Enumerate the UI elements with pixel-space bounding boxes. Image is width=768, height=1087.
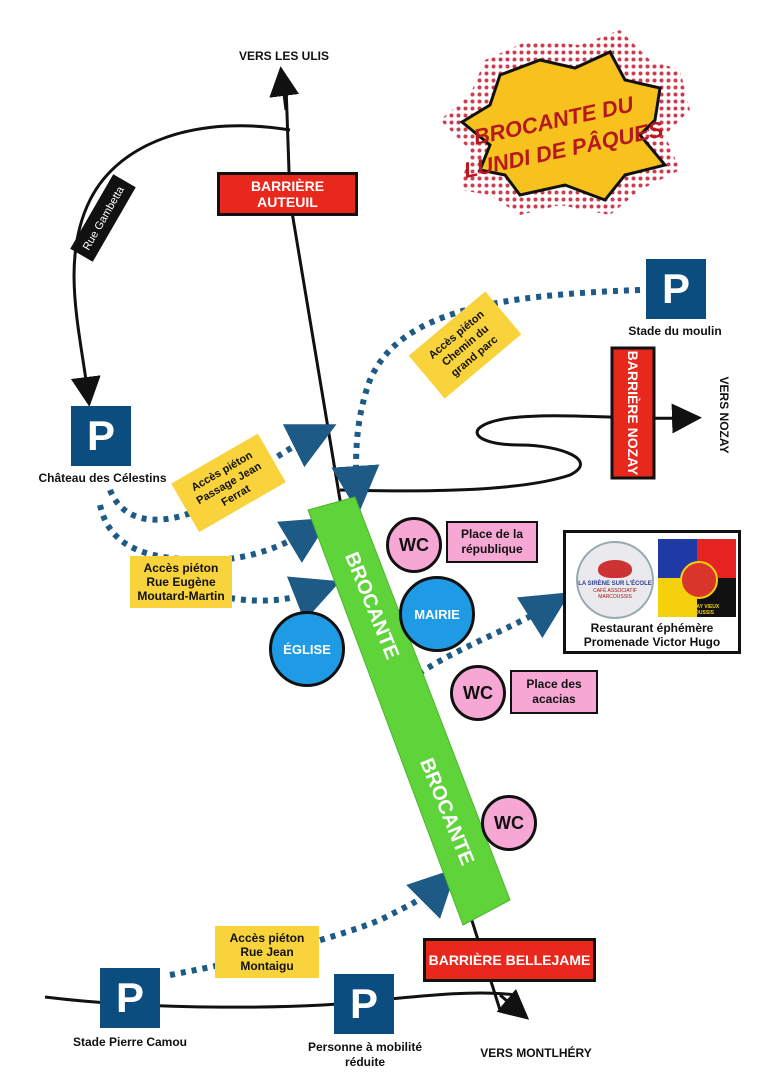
nozay-road [339, 403, 702, 493]
road-arrow-north [269, 66, 300, 111]
access-moutard-line1: Accès piéton [143, 561, 219, 575]
access-jean-ferrat: Accès piéton Passage Jean Ferrat [171, 433, 286, 533]
wc-republique-line2: république [461, 542, 523, 556]
access-montaigu: Accès piéton Rue Jean Montaigu [215, 926, 319, 978]
asnozay-ball-icon [680, 561, 718, 599]
access-moutard: Accès piéton Rue Eugène Moutard-Martin [130, 556, 232, 608]
barrier-bellejame: BARRIÈRE BELLEJAME [423, 938, 596, 982]
access-montaigu-line1: Accès piéton [229, 931, 305, 945]
barrier-auteuil: BARRIÈRE AUTEUIL [217, 172, 358, 216]
parking-pmr-label: Personne à mobilité réduite [290, 1040, 440, 1070]
wc-acacias-place: Place des acacias [510, 670, 598, 714]
restaurant-line2: Promenade Victor Hugo [583, 635, 721, 649]
wc-acacias-line2: acacias [532, 692, 576, 706]
restaurant-logo-sirene-sub2: MARCOUSSIS [598, 594, 632, 600]
mairie-marker: MAIRIE [399, 576, 475, 652]
access-moutard-line2: Rue Eugène [146, 575, 216, 589]
restaurant-logo-asnozay: A.S. NOZAY VIEUX MARCOUSSIS [658, 539, 736, 617]
restaurant-logo-sirene-sub1: CAFÉ ASSOCIATIF [593, 588, 637, 594]
parking-moulin-label: Stade du moulin [628, 324, 722, 338]
restaurant-logo-asnozay-text: A.S. NOZAY VIEUX MARCOUSSIS [674, 604, 720, 616]
parking-pmr-icon[interactable]: P [334, 974, 394, 1034]
barrier-nozay-label: BARRIÈRE NOZAY [625, 351, 641, 476]
wc-republique-icon: WC [386, 517, 442, 573]
sirene-flower-icon [598, 560, 632, 578]
eglise-marker: ÉGLISE [269, 611, 345, 687]
access-chemin: Accès piéton Chemin du grand parc [408, 291, 522, 399]
restaurant-logo-sirene-text: LA SIRÈNE SUR L'ÉCOLE [578, 581, 652, 587]
wc-acacias-line1: Place des [526, 677, 582, 691]
rue-gambetta-road [70, 124, 291, 407]
parking-celestins-icon[interactable]: P [71, 406, 131, 466]
barrier-nozay: BARRIÈRE NOZAY [610, 346, 656, 480]
direction-les-ulis: VERS LES ULIS [239, 49, 329, 63]
parking-camou-label: Stade Pierre Camou [72, 1035, 188, 1049]
direction-nozay: VERS NOZAY [717, 377, 731, 454]
access-montaigu-line2: Rue Jean [240, 945, 294, 959]
parking-camou-icon[interactable]: P [100, 968, 160, 1028]
wc-acacias-icon: WC [450, 665, 506, 721]
restaurant-logo-sirene: LA SIRÈNE SUR L'ÉCOLE CAFÉ ASSOCIATIF MA… [576, 541, 654, 619]
parking-moulin-icon[interactable]: P [646, 259, 706, 319]
access-montaigu-line3: Montaigu [240, 959, 294, 973]
parking-pmr-line1: Personne à mobilité [307, 1040, 423, 1054]
parking-celestins-label: Château des Célestins [38, 471, 167, 485]
restaurant-card: LA SIRÈNE SUR L'ÉCOLE CAFÉ ASSOCIATIF MA… [563, 530, 741, 654]
parking-pmr-line2: réduite [344, 1055, 385, 1069]
wc-republique-line1: Place de la [460, 527, 524, 541]
restaurant-line1: Restaurant éphémère [590, 621, 714, 635]
direction-montlhery: VERS MONTLHÉRY [480, 1045, 592, 1060]
wc-republique-place: Place de la république [446, 521, 538, 563]
title-burst: BROCANTE DU LUNDI DE PÂQUES [440, 30, 690, 215]
access-moutard-line3: Moutard-Martin [137, 589, 225, 603]
road-arrow-south [496, 988, 530, 1020]
rue-gambetta-sign: Rue Gambetta [70, 174, 136, 262]
wc-south-icon: WC [481, 795, 537, 851]
